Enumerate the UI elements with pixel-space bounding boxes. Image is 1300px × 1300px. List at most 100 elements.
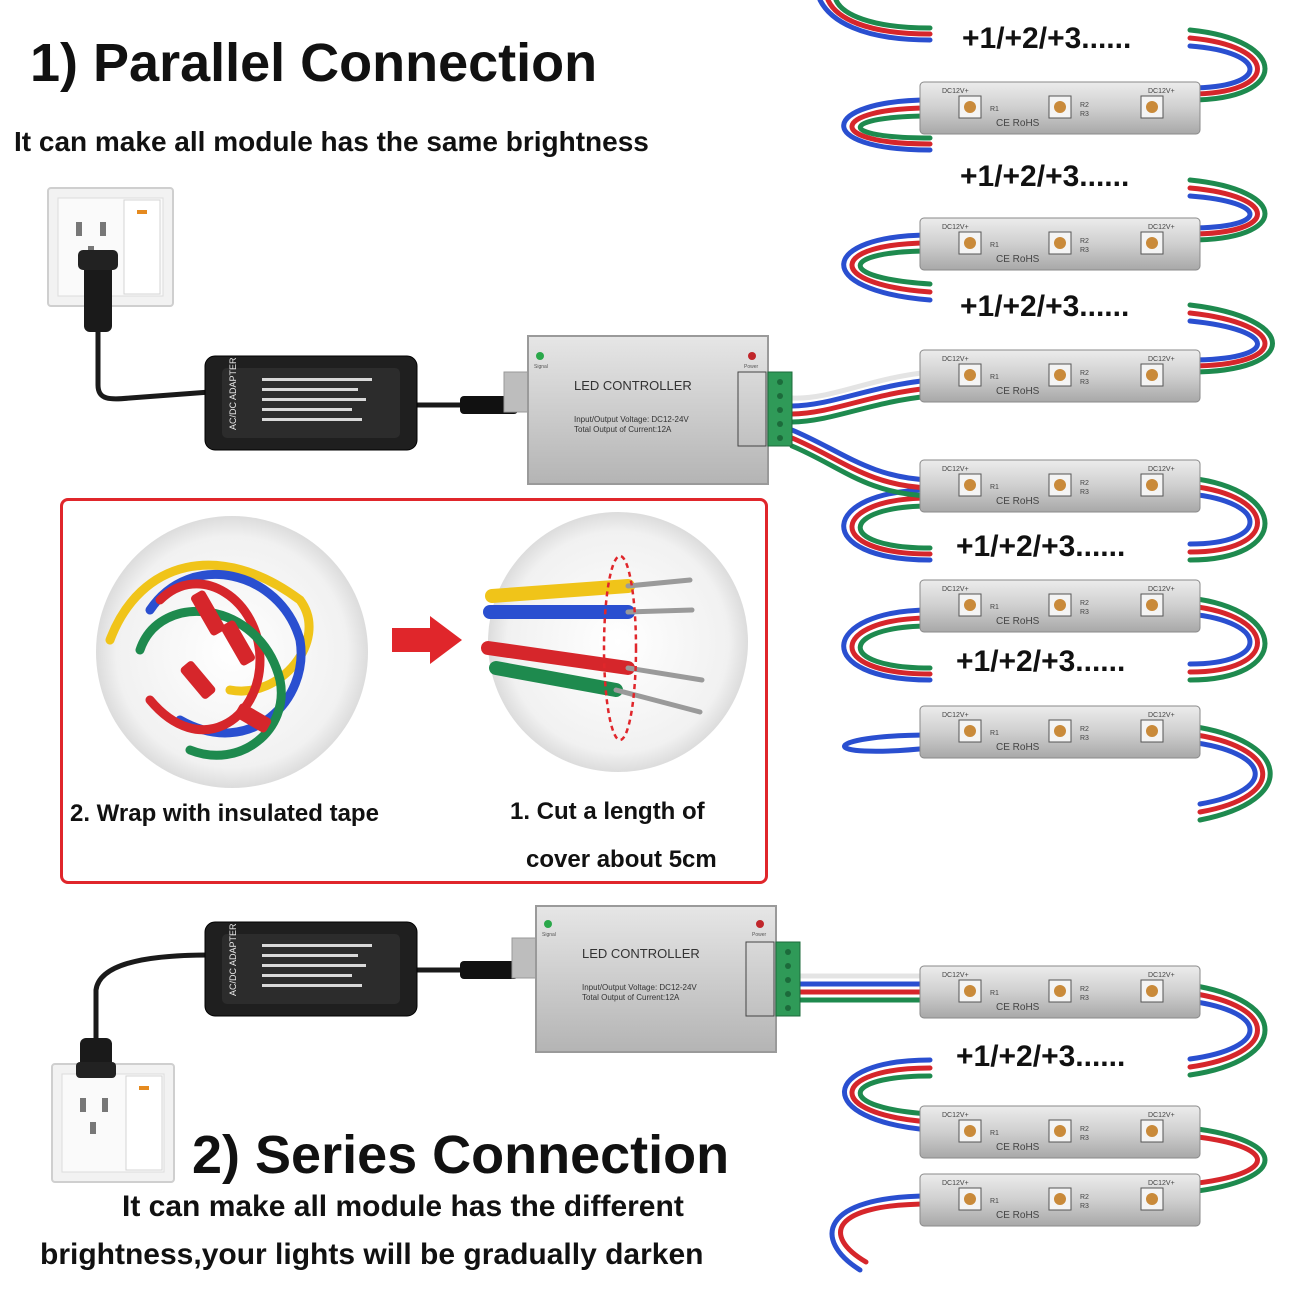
led-chip-core bbox=[1054, 725, 1066, 737]
adapter-top bbox=[204, 355, 418, 451]
led-chip-core bbox=[1146, 985, 1158, 997]
module-dc-label: DC12V+ bbox=[942, 466, 969, 473]
module-dc-label: DC12V+ bbox=[1148, 466, 1175, 473]
instruction-box bbox=[60, 498, 768, 884]
led-chip-core bbox=[1146, 479, 1158, 491]
controller-spec1-bottom: Input/Output Voltage: DC12-24V bbox=[582, 983, 697, 992]
module-r1-label: R1 bbox=[990, 1130, 999, 1137]
controller-title-bottom: LED CONTROLLER bbox=[582, 946, 700, 961]
module-r3-label: R3 bbox=[1080, 609, 1089, 616]
led-chip-core bbox=[1054, 237, 1066, 249]
series-title: 2) Series Connection bbox=[192, 1125, 730, 1185]
module-r2-label: R2 bbox=[1080, 480, 1089, 487]
wall-outlet-top bbox=[47, 187, 174, 307]
repeat-label: +1/+2/+3...... bbox=[960, 290, 1130, 323]
controller-signal-label-bottom: Signal bbox=[542, 932, 556, 938]
controller-signal-label-top: Signal bbox=[534, 364, 548, 370]
module-cert-label: CE RoHS bbox=[996, 742, 1040, 753]
module-r1-label: R1 bbox=[990, 1198, 999, 1205]
module-cert-label: CE RoHS bbox=[996, 386, 1040, 397]
step-wrap-label: 2. Wrap with insulated tape bbox=[70, 800, 379, 827]
repeat-label: +1/+2/+3...... bbox=[962, 22, 1132, 55]
controller-title-top: LED CONTROLLER bbox=[574, 378, 692, 393]
adapter-label-bottom: AC/DC ADAPTER bbox=[228, 923, 238, 996]
led-chip-core bbox=[1146, 599, 1158, 611]
module-dc-label: DC12V+ bbox=[1148, 224, 1175, 231]
module-r3-label: R3 bbox=[1080, 379, 1089, 386]
module-cert-label: CE RoHS bbox=[996, 118, 1040, 129]
module-r2-label: R2 bbox=[1080, 370, 1089, 377]
module-r3-label: R3 bbox=[1080, 1203, 1089, 1210]
led-chip-core bbox=[1146, 369, 1158, 381]
led-chip-core bbox=[1054, 599, 1066, 611]
led-chip-core bbox=[1146, 1193, 1158, 1205]
wrap-tape-photo bbox=[96, 516, 368, 788]
module-r3-label: R3 bbox=[1080, 247, 1089, 254]
module-dc-label: DC12V+ bbox=[942, 1112, 969, 1119]
module-r1-label: R1 bbox=[990, 730, 999, 737]
module-cert-label: CE RoHS bbox=[996, 254, 1040, 265]
module-cert-label: CE RoHS bbox=[996, 496, 1040, 507]
led-chip-core bbox=[1054, 369, 1066, 381]
led-chip-core bbox=[1146, 725, 1158, 737]
adapter-label-top: AC/DC ADAPTER bbox=[228, 357, 238, 430]
module-dc-label: DC12V+ bbox=[1148, 712, 1175, 719]
module-dc-label: DC12V+ bbox=[942, 586, 969, 593]
step-cut-label-line1: 1. Cut a length of bbox=[510, 798, 705, 825]
module-r1-label: R1 bbox=[990, 990, 999, 997]
module-dc-label: DC12V+ bbox=[942, 356, 969, 363]
led-chip-core bbox=[1146, 1125, 1158, 1137]
led-chip-core bbox=[1054, 985, 1066, 997]
led-chip-core bbox=[1054, 1125, 1066, 1137]
series-subtitle-line1: It can make all module has the different bbox=[122, 1190, 684, 1223]
module-r2-label: R2 bbox=[1080, 726, 1089, 733]
controller-bottom bbox=[511, 905, 801, 1053]
controller-spec2-top: Total Output of Current:12A bbox=[574, 425, 672, 434]
led-chip-core bbox=[964, 985, 976, 997]
repeat-label: +1/+2/+3...... bbox=[956, 1040, 1126, 1073]
module-r3-label: R3 bbox=[1080, 489, 1089, 496]
module-dc-label: DC12V+ bbox=[942, 224, 969, 231]
controller-spec1-top: Input/Output Voltage: DC12-24V bbox=[574, 415, 689, 424]
module-r3-label: R3 bbox=[1080, 111, 1089, 118]
module-r2-label: R2 bbox=[1080, 986, 1089, 993]
module-r2-label: R2 bbox=[1080, 1126, 1089, 1133]
module-dc-label: DC12V+ bbox=[942, 972, 969, 979]
step-cut-label-line2: cover about 5cm bbox=[526, 846, 717, 873]
module-r2-label: R2 bbox=[1080, 238, 1089, 245]
led-chip-core bbox=[1146, 101, 1158, 113]
module-cert-label: CE RoHS bbox=[996, 1210, 1040, 1221]
plug-top bbox=[78, 250, 118, 332]
led-chip-core bbox=[1146, 237, 1158, 249]
module-cert-label: CE RoHS bbox=[996, 1142, 1040, 1153]
module-dc-label: DC12V+ bbox=[1148, 586, 1175, 593]
led-chip-core bbox=[964, 369, 976, 381]
plug-bottom bbox=[76, 1038, 116, 1078]
module-r1-label: R1 bbox=[990, 242, 999, 249]
module-r1-label: R1 bbox=[990, 374, 999, 381]
module-dc-label: DC12V+ bbox=[1148, 1180, 1175, 1187]
led-chip-core bbox=[964, 1193, 976, 1205]
led-chip-core bbox=[1054, 1193, 1066, 1205]
module-dc-label: DC12V+ bbox=[942, 88, 969, 95]
repeat-label: +1/+2/+3...... bbox=[956, 645, 1126, 678]
module-r2-label: R2 bbox=[1080, 102, 1089, 109]
controller-top bbox=[503, 335, 793, 485]
led-chip-core bbox=[964, 237, 976, 249]
cut-cover-photo bbox=[481, 512, 748, 772]
repeat-label: +1/+2/+3...... bbox=[960, 160, 1130, 193]
arrow-right-icon bbox=[392, 616, 462, 664]
module-r3-label: R3 bbox=[1080, 735, 1089, 742]
controller-spec2-bottom: Total Output of Current:12A bbox=[582, 993, 680, 1002]
led-chip-core bbox=[964, 1125, 976, 1137]
module-dc-label: DC12V+ bbox=[1148, 88, 1175, 95]
